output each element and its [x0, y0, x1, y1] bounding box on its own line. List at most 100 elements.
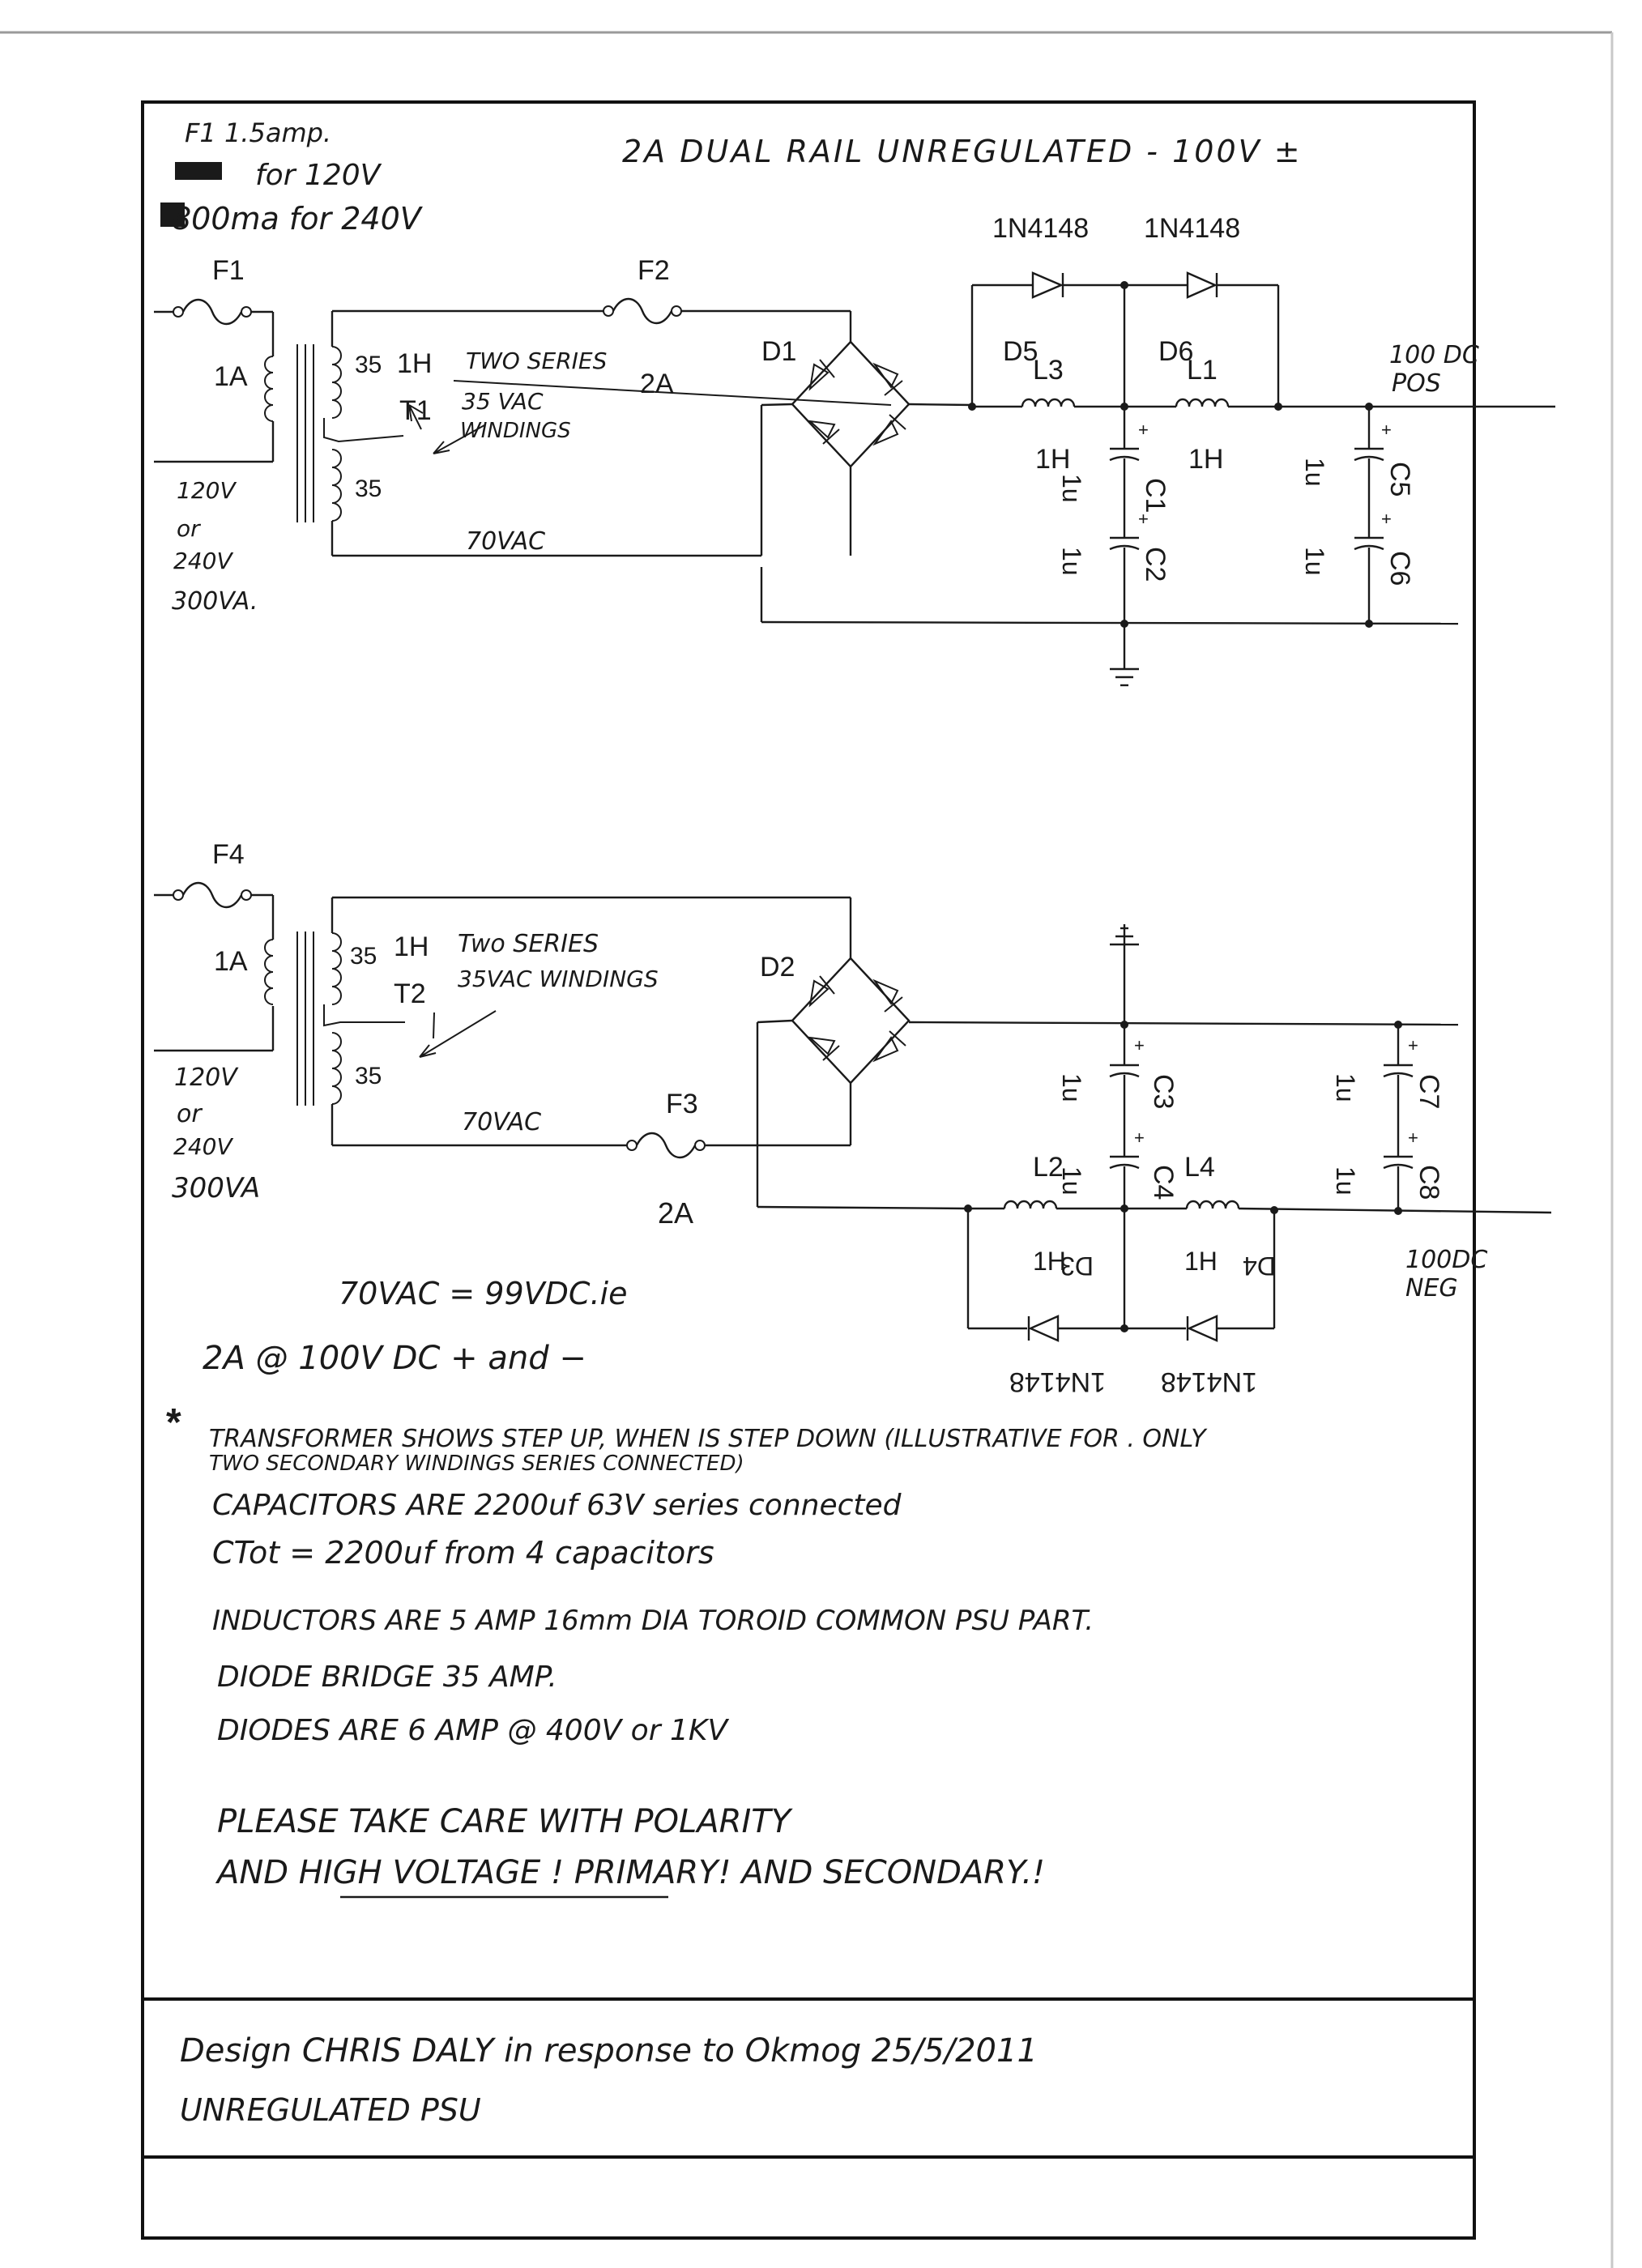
top-output-label-2: POS	[1392, 369, 1441, 398]
cap-c6-value: 1u	[1300, 547, 1329, 576]
cap-c1-value: 1u	[1057, 474, 1086, 503]
note-transformer-1: TRANSFORMER SHOWS STEP UP, WHEN IS STEP …	[209, 1425, 1208, 1453]
bottom-output-label-2: NEG	[1405, 1274, 1458, 1302]
fuse-f4-rating: 1A	[214, 946, 248, 977]
note-transformer-2: TWO SECONDARY WINDINGS SERIES CONNECTED)	[209, 1452, 744, 1476]
fuse-note-line-1: F1 1.5amp.	[185, 117, 331, 148]
bridge-d1-label: D1	[761, 336, 796, 367]
diagram-title: 2A DUAL RAIL UNREGULATED - 100V ±	[622, 134, 1303, 169]
bottom-ac-voltage: 70VAC	[462, 1108, 541, 1136]
design-notes: 70VAC = 99VDC.ie 2A @ 100V DC + and − * …	[166, 1276, 1208, 1899]
t1-primary-voltage-1: 120V	[177, 477, 237, 504]
t2-tap-top: 35	[350, 943, 377, 970]
cap-c1-label: C1	[1140, 478, 1171, 513]
cap-c2-label: C2	[1140, 547, 1171, 582]
t1-primary-voltage-4: 300VA.	[172, 587, 258, 616]
svg-text:*: *	[166, 1401, 181, 1444]
note-capacitance-total: CTot = 2200uf from 4 capacitors	[212, 1535, 714, 1571]
note-output-current: 2A @ 100V DC + and −	[203, 1340, 586, 1377]
diode-d4-label: D4	[1243, 1251, 1276, 1281]
inductor-l4-label: L4	[1184, 1152, 1215, 1183]
cap-c3-value: 1u	[1057, 1073, 1086, 1102]
note-diodes: DIODES ARE 6 AMP @ 400V or 1KV	[217, 1714, 729, 1747]
t2-series-note-2: 35VAC WINDINGS	[458, 966, 659, 992]
t2-label: T2	[394, 978, 426, 1009]
cap-c3-label: C3	[1148, 1074, 1179, 1109]
t2-primary-voltage-2: or	[177, 1100, 203, 1128]
t2-primary-voltage-4: 300VA	[172, 1172, 260, 1204]
svg-text:+: +	[1381, 420, 1392, 440]
t1-primary-voltage-3: 240V	[173, 548, 233, 574]
inductor-l3-label: L3	[1033, 355, 1064, 386]
svg-text:+: +	[1138, 509, 1149, 529]
fuse-note-line-2: for 120V	[255, 159, 382, 192]
fuse-f1-label: F1	[212, 255, 245, 286]
inductor-l4-value: 1H	[1184, 1247, 1218, 1276]
bottom-rail-circuit: F4 1A 35 1H T2 35 Two SERIES 35VAC WINDI…	[154, 839, 1552, 1397]
note-diode-bridge: DIODE BRIDGE 35 AMP.	[217, 1660, 557, 1694]
svg-text:+: +	[1134, 1035, 1145, 1055]
cap-c5-value: 1u	[1300, 458, 1329, 487]
drawing-frame	[141, 100, 1476, 2240]
t1-primary-voltage-2: or	[177, 515, 201, 542]
cap-c7-label: C7	[1414, 1074, 1444, 1109]
fuse-note-line-3: 800ma for 240V	[172, 201, 424, 237]
inductor-l2-value: 1H	[1033, 1247, 1066, 1276]
svg-text:+: +	[1381, 509, 1392, 529]
note-inductors: INDUCTORS ARE 5 AMP 16mm DIA TOROID COMM…	[212, 1605, 1094, 1637]
inductor-l2-label: L2	[1033, 1152, 1064, 1183]
cap-c8-value: 1u	[1331, 1166, 1360, 1196]
cap-c7-value: 1u	[1331, 1073, 1360, 1102]
title-block-description: UNREGULATED PSU	[180, 2092, 481, 2128]
note-polarity: PLEASE TAKE CARE WITH POLARITY	[217, 1803, 794, 1840]
cap-c2-value: 1u	[1057, 547, 1086, 576]
bottom-diode-part-left: 1N4148	[1009, 1366, 1106, 1397]
top-output-label-1: 100 DC	[1389, 341, 1479, 369]
svg-text:+: +	[1408, 1035, 1418, 1055]
note-high-voltage: AND HIGH VOLTAGE ! PRIMARY! AND SECONDAR…	[215, 1854, 1045, 1891]
title-block: Design CHRIS DALY in response to Okmog 2…	[180, 2032, 1038, 2128]
diode-d5-label: D5	[1003, 336, 1038, 367]
t2-series-note-1: Two SERIES	[458, 930, 599, 958]
bottom-output-label-1: 100DC	[1405, 1246, 1487, 1274]
top-rail-circuit: F1 1A 35 1H T1 35 TWO SERIES 35 VAC WIND…	[154, 213, 1555, 687]
fuse-f1-rating: 1A	[214, 361, 248, 392]
t1-series-note-1: TWO SERIES	[466, 347, 607, 374]
cap-c6-label: C6	[1384, 551, 1415, 586]
top-diode-part-right: 1N4148	[1144, 213, 1240, 244]
t2-inductance: 1H	[394, 932, 429, 962]
title-block-designer: Design CHRIS DALY in response to Okmog 2…	[180, 2032, 1038, 2070]
t1-inductance: 1H	[397, 348, 432, 379]
svg-text:+: +	[1134, 1128, 1145, 1148]
fuse-f3-rating: 2A	[658, 1196, 693, 1230]
note-ac-to-dc: 70VAC = 99VDC.ie	[339, 1276, 627, 1311]
inductor-l3-value: 1H	[1035, 444, 1070, 475]
t1-series-note-2: 35 VAC	[462, 388, 544, 415]
svg-text:+: +	[1408, 1128, 1418, 1148]
bridge-d2-label: D2	[760, 952, 795, 983]
fuse-f2-label: F2	[638, 255, 670, 286]
t1-tap-top: 35	[355, 352, 382, 378]
t2-primary-voltage-1: 120V	[174, 1064, 239, 1092]
top-ac-voltage: 70VAC	[466, 527, 545, 556]
top-diode-part-left: 1N4148	[992, 213, 1089, 244]
t1-series-note-3: WINDINGS	[460, 419, 571, 443]
note-capacitors: CAPACITORS ARE 2200uf 63V series connect…	[212, 1489, 902, 1522]
t1-tap-bottom: 35	[355, 475, 382, 502]
fuse-f4-label: F4	[212, 839, 245, 870]
diode-d3-label: D3	[1060, 1251, 1094, 1281]
t2-primary-voltage-3: 240V	[173, 1133, 233, 1160]
bottom-diode-part-right: 1N4148	[1161, 1366, 1257, 1397]
t2-tap-bottom: 35	[355, 1063, 382, 1089]
inductor-l1-value: 1H	[1188, 444, 1223, 475]
fuse-f3-label: F3	[666, 1089, 698, 1119]
cap-c5-label: C5	[1384, 462, 1415, 497]
cap-c8-label: C8	[1414, 1165, 1444, 1200]
t1-label: T1	[399, 395, 432, 426]
diode-d6-label: D6	[1158, 336, 1193, 367]
svg-text:+: +	[1138, 420, 1149, 440]
cap-c4-value: 1u	[1057, 1166, 1086, 1196]
fuse-f2-rating: 2A	[640, 369, 674, 399]
cap-c4-label: C4	[1148, 1165, 1179, 1200]
